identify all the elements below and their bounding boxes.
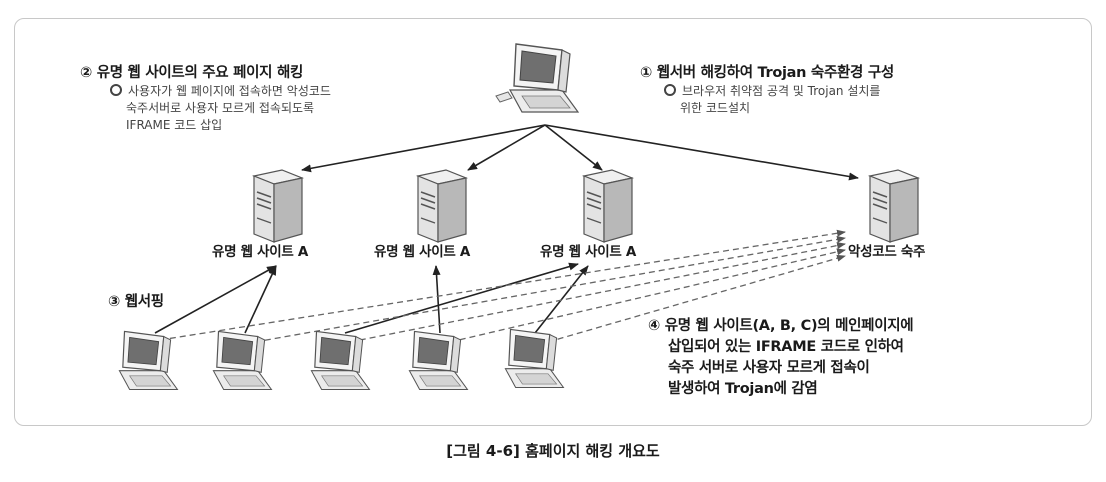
client-computer-icon [408,330,469,390]
step4-line: ④ 유명 웹 사이트(A, B, C)의 메인페이지에 [648,318,914,334]
malware-server-icon [867,169,921,243]
step2-detail-line: IFRAME 코드 삽입 [126,118,223,132]
step4-line: 삽입되어 있는 IFRAME 코드로 인하여 [668,339,904,355]
step3-title: ③ 웹서핑 [108,294,164,310]
hack-arrow-4 [544,124,859,181]
server-tower-icon [251,169,305,243]
step2-detail-line: 숙주서버로 사용자 모르게 접속되도록 [126,101,315,115]
surf-arrow-2 [244,265,277,334]
server-tower-icon [415,169,469,243]
step1-title: ① 웹서버 해킹하여 Trojan 숙주환경 구성 [640,65,894,81]
malware-server-label: 악성코드 숙주 [848,244,926,260]
step1-detail-line: 브라우저 취약점 공격 및 Trojan 설치를 [682,84,881,98]
server-label-2: 유명 웹 사이트 A [374,244,471,260]
server-tower-icon [581,169,635,243]
client-computer-icon [504,328,565,388]
step1-detail-line: 위한 코드설치 [680,101,751,115]
figure-caption: [그림 4-6] 홈페이지 해킹 개요도 [446,442,660,460]
bullet-icon [110,84,122,96]
redirect-5 [547,254,846,343]
hack-arrow-1 [301,124,546,173]
step2-detail-line: 사용자가 웹 페이지에 접속하면 악성코드 [128,84,331,98]
surf-arrow-3 [432,265,441,334]
attacker-computer-icon [495,43,580,113]
redirect-1 [159,229,846,341]
surf-arrow-4 [344,262,579,334]
client-computer-icon [212,330,273,390]
hack-arrow-2 [467,124,546,171]
step2-detail: 사용자가 웹 페이지에 접속하면 악성코드 숙주서버로 사용자 모르게 접속되도… [110,83,331,134]
client-computer-icon [310,330,371,390]
redirect-4 [449,248,846,343]
server-label-3: 유명 웹 사이트 A [540,244,637,260]
step4-text: ④ 유명 웹 사이트(A, B, C)의 메인페이지에 삽입되어 있는 IFRA… [648,316,914,400]
bullet-icon [664,84,676,96]
server-label-1: 유명 웹 사이트 A [212,244,309,260]
redirect-3 [349,242,846,343]
surf-arrow-1 [154,265,277,334]
hack-arrow-3 [544,124,603,171]
client-computer-icon [118,330,179,390]
step2-title: ② 유명 웹 사이트의 주요 페이지 해킹 [80,65,304,81]
step4-line: 발생하여 Trojan에 감염 [668,381,818,397]
step4-line: 숙주 서버로 사용자 모르게 접속이 [668,360,870,376]
step1-detail: 브라우저 취약점 공격 및 Trojan 설치를 위한 코드설치 [664,83,880,117]
